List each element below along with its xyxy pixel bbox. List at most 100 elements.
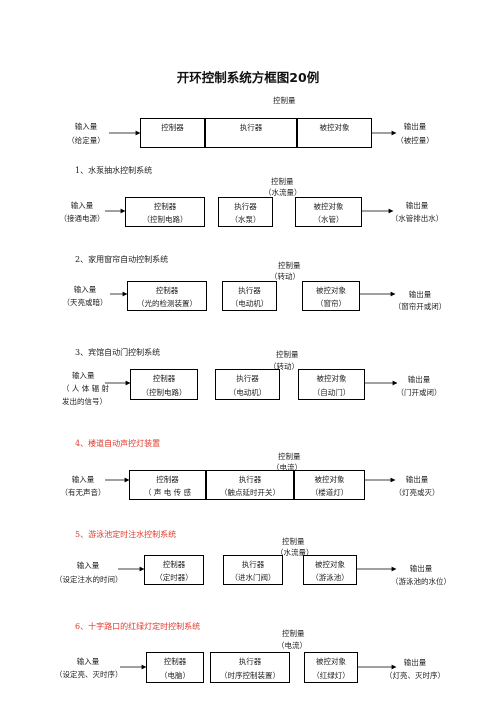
block-sublabel: （窗帘） [316,299,346,308]
control-label: 控制量 [271,177,294,186]
control-label: 控制量 [273,96,296,105]
output-sublabel: （灯亮或灭） [394,488,440,497]
block-label: 执行器 [234,202,257,211]
section-heading: 6、十字路口的红绿灯定时控制系统 [75,622,201,631]
block-sublabel: （电脑） [160,671,190,680]
control-label: 控制量 [276,350,299,359]
actuator-block: 执行器 （电动机） [215,369,280,400]
controller-block: 控制器 （光的检测装置） [127,281,207,311]
control-sublabel: （水流量） [264,188,302,197]
block-label: 控制器 [163,657,187,666]
control-label: 控制量 [282,629,305,638]
section-heading: 1、水泵抽水控制系统 [75,166,153,175]
control-sublabel: （转动） [269,362,299,371]
plant-block: 被控对象 （红绿灯） [304,652,358,683]
actuator-block: 执行器 （水泵） [218,197,273,227]
plant-block: 被控对象 （楼道灯） [294,470,365,500]
block-label: 控制器 [152,374,176,383]
output-sublabel: （水管排出水） [390,214,444,223]
input-label: 输入量 [76,561,100,570]
output-label: 输出量 [407,375,431,384]
block-sublabel: （水管） [313,215,344,224]
control-label: 控制量 [278,261,301,270]
actuator-block: 执行器 （时序控制装置） [210,652,290,683]
input-sublabel: （ 人 体 辐 射 [62,384,110,393]
plant-block: 被控对象 （窗帘） [302,281,360,311]
block-label: 执行器 [236,374,259,383]
plant-block: 被控对象 （自动门） [298,369,365,400]
section-heading: 3、宾馆自动门控制系统 [75,348,161,357]
block-label: 执行器 [239,123,263,132]
input-sublabel: （给定量） [67,136,105,145]
block-label: 执行器 [241,560,265,569]
control-label: 控制量 [282,537,305,546]
section-heading: 2、家用窗帘自动控制系统 [75,255,169,264]
output-label: 输出量 [408,290,432,299]
controller-block: 控制器 （定时器） [144,555,204,585]
input-label: 输入量 [72,371,95,380]
section-heading: 4、楼道自动声控灯装置 [75,439,161,448]
block-sublabel: （光的检测装置） [137,299,197,308]
block-sublabel: （红绿灯） [312,671,350,680]
controller-block: 控制器 （控制电路） [125,197,205,227]
block-sublabel: （自动门） [312,388,351,397]
block-label: 被控对象 [316,286,346,295]
block-label: 控制器 [155,286,179,295]
control-sublabel: （电流） [277,641,307,650]
output-label: 输出量 [403,658,427,667]
input-label: 输入量 [70,201,94,210]
output-label: 输出量 [403,122,427,131]
control-sublabel: （电流） [272,463,302,472]
block-label: 被控对象 [314,475,345,484]
block-label: 执行器 [238,657,262,666]
block-sublabel: （楼道灯） [310,488,349,497]
output-sublabel: （灯亮、灭时序） [385,671,445,680]
block-label: 被控对象 [313,202,344,211]
section-heading: 5、游泳池定时注水控制系统 [75,530,177,539]
plant-block: 被控对象 （水管） [295,197,362,227]
input-label: 输入量 [73,285,97,294]
block-label: 被控对象 [319,123,350,132]
block-sublabel: （ 声 电 传 感 [143,488,192,497]
block-label: 被控对象 [316,657,346,666]
plant-block: 被控对象 [297,118,372,148]
block-label: 控制器 [153,202,177,211]
input-label: 输入量 [74,122,98,131]
controller-block: 控制器 （电脑） [146,652,204,683]
block-sublabel: （控制电路） [141,388,187,397]
plant-block: 被控对象 （游泳池） [303,555,357,585]
control-label: 控制量 [278,452,301,461]
output-sublabel: （游泳池的水位） [391,577,451,586]
actuator-block: 执行器 （进水门阀） [223,555,283,585]
input-label: 输入量 [76,657,100,666]
block-label: 被控对象 [315,560,345,569]
controller-block: 控制器 （ 声 电 传 感 [129,470,206,500]
output-sublabel: （窗帘开或闭） [393,302,447,311]
actuator-block: 执行器 （触点延时开关） [206,470,294,500]
block-label: 执行器 [238,475,262,484]
output-label: 输出量 [409,564,433,573]
block-label: 被控对象 [316,374,347,383]
block-label: 控制器 [161,123,184,132]
input-sublabel-2: 发出的信号） [62,397,107,406]
block-sublabel: （进水门阀） [230,573,276,582]
input-label: 输入量 [71,475,95,484]
block-label: 执行器 [238,286,261,295]
control-sublabel: （转动） [270,272,300,281]
block-label: 控制器 [162,560,186,569]
block-sublabel: （定时器） [155,573,193,582]
page-title: 开环控制系统方框图20例 [176,70,320,85]
block-sublabel: （电动机） [230,299,269,308]
input-sublabel: （接通电源） [59,214,105,223]
actuator-block: 执行器 （电动机） [222,281,277,311]
actuator-block: 执行器 [205,118,297,148]
output-label: 输出量 [405,475,429,484]
input-sublabel: （有无声音） [60,488,106,497]
controller-block: 控制器 （控制电路） [130,369,198,400]
block-sublabel: （电动机） [228,388,267,397]
controller-block: 控制器 [140,118,205,148]
block-sublabel: （控制电路） [142,215,188,224]
control-sublabel: （水流量） [276,548,314,557]
input-sublabel: （天亮或暗） [62,298,108,307]
output-label: 输出量 [405,201,429,210]
